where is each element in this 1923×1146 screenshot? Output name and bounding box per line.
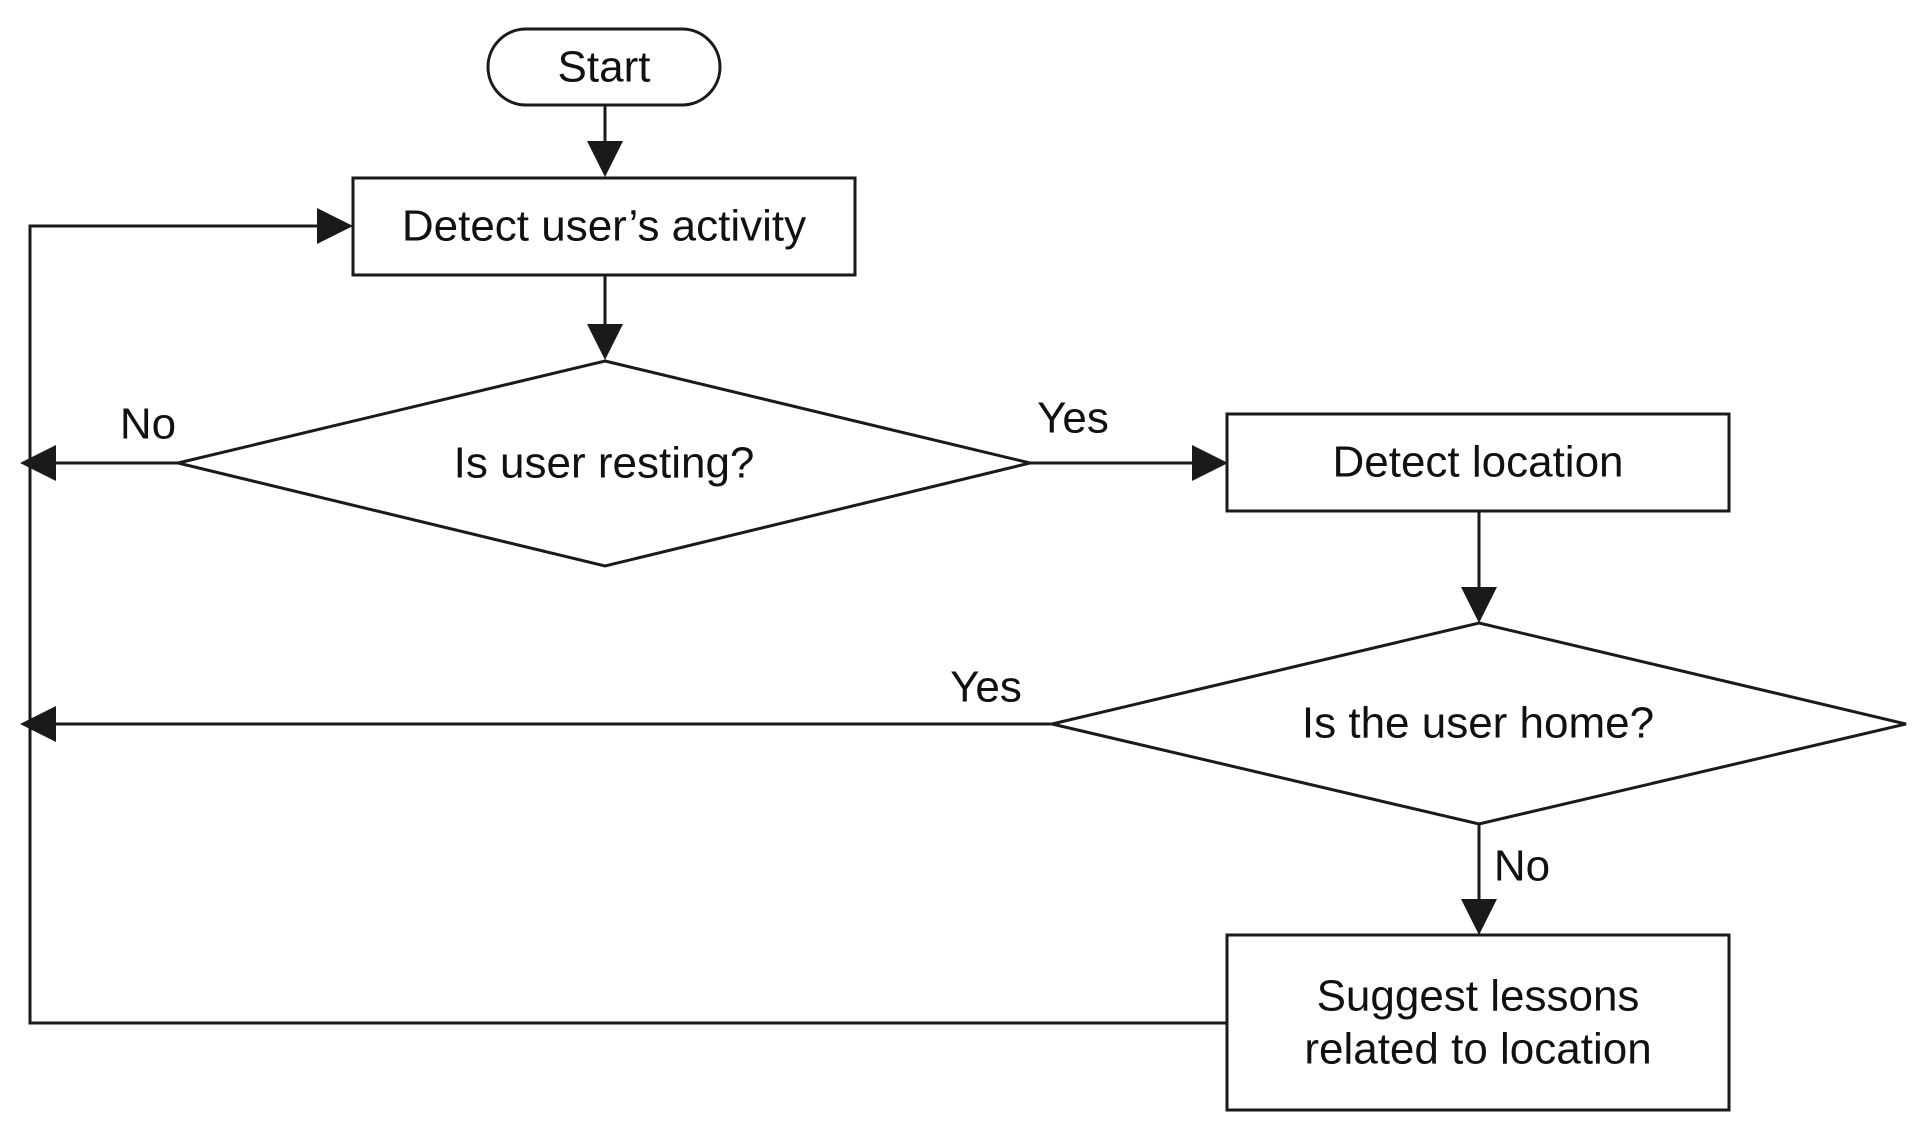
detect-activity-box: [351, 176, 857, 277]
arrowhead-left-home-yes: [20, 706, 56, 742]
suggest-lessons-label-line1: Suggest lessons: [1317, 972, 1640, 1021]
suggest-lessons-box: [1225, 933, 1731, 1112]
resting-no-label: No: [120, 400, 176, 449]
arrowhead-left-resting-no: [20, 445, 56, 481]
detect-location-label: Detect location: [1332, 438, 1623, 487]
home-no-label: No: [1494, 842, 1550, 891]
resting-yes-label: Yes: [1037, 394, 1109, 443]
detect-activity-label: Detect user’s activity: [402, 202, 806, 251]
arrowhead-down-home: [1461, 587, 1497, 623]
resting-decision-diamond: [177, 359, 1031, 568]
arrowhead-down-resting: [587, 324, 623, 360]
edge-loop-back: [28, 224, 1227, 1025]
arrowhead-down-detect-activity: [587, 141, 623, 177]
resting-question-label: Is user resting?: [454, 439, 755, 488]
start-label: Start: [558, 43, 651, 92]
detect-location-box: [1225, 412, 1731, 513]
home-decision-diamond: [1051, 621, 1907, 826]
arrowhead-right-detect-activity: [317, 208, 353, 244]
home-question-label: Is the user home?: [1302, 699, 1654, 748]
arrowhead-down-suggest: [1461, 899, 1497, 935]
home-yes-label: Yes: [950, 663, 1022, 712]
suggest-lessons-label-line2: related to location: [1304, 1025, 1651, 1074]
start-terminal: [486, 27, 722, 107]
arrowhead-right-detect-location: [1192, 445, 1228, 481]
